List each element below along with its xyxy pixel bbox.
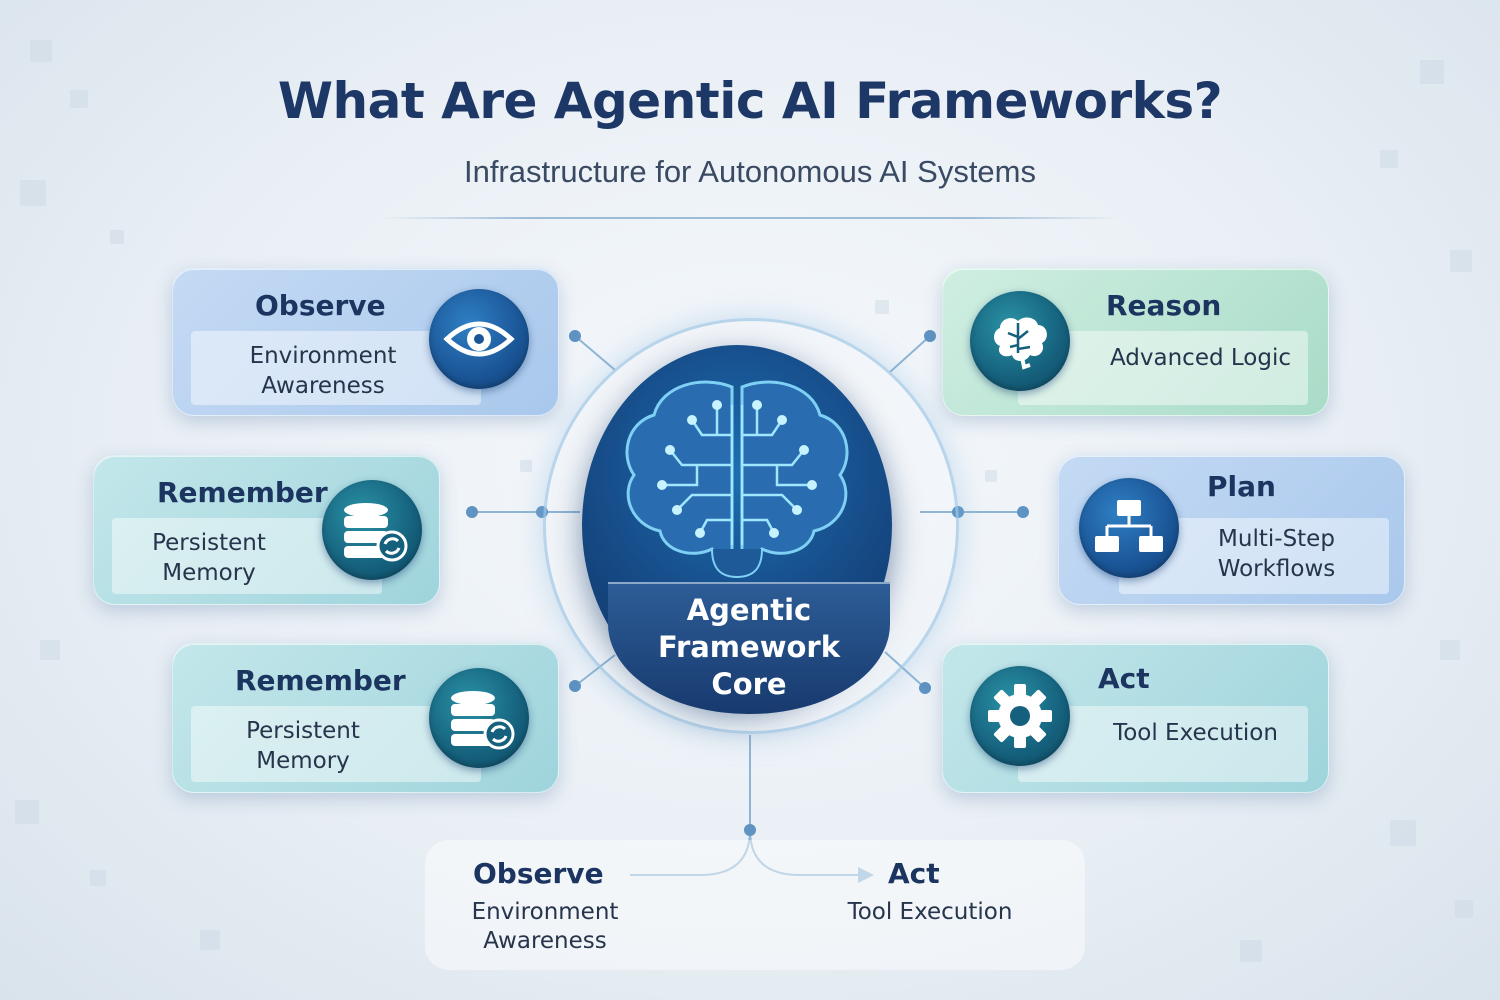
card-act-title: Act — [1098, 662, 1150, 695]
card-plan-desc: Multi-Step Workflows — [1217, 526, 1336, 582]
database-sync-icon — [429, 668, 529, 768]
bottom-act-title: Act — [888, 857, 940, 890]
card-remember-2: Remember Persistent Memory — [172, 643, 559, 793]
brain-icon — [970, 291, 1070, 391]
card-observe-desc: Environment Awareness — [249, 343, 397, 399]
card-reason-title: Reason — [1106, 289, 1222, 322]
bottom-observe-desc: Environment Awareness — [471, 899, 619, 954]
flowchart-icon — [1079, 478, 1179, 578]
bottom-act-desc: Tool Execution — [847, 899, 1013, 925]
card-observe-title: Observe — [255, 289, 386, 322]
card-plan: Plan Multi-Step Workflows — [1058, 455, 1405, 605]
card-remember-1: Remember Persistent Memory — [93, 455, 440, 605]
title-divider — [380, 217, 1120, 219]
eye-icon — [429, 289, 529, 389]
card-plan-title: Plan — [1207, 470, 1276, 503]
card-remember-1-title: Remember — [157, 476, 328, 509]
card-observe: Observe Environment Awareness — [172, 268, 559, 416]
page-subtitle: Infrastructure for Autonomous AI Systems — [463, 154, 1037, 189]
card-remember-2-title: Remember — [235, 664, 406, 697]
card-act: Act Tool Execution — [942, 643, 1329, 793]
gear-icon — [970, 666, 1070, 766]
database-sync-icon — [322, 480, 422, 580]
bottom-flow-panel — [425, 840, 1085, 970]
core-label: Agentic Framework Core — [657, 593, 840, 701]
bottom-observe-title: Observe — [473, 857, 604, 890]
circuit-brain-icon — [625, 380, 849, 579]
page-title: What Are Agentic AI Frameworks? — [277, 72, 1223, 130]
card-act-desc: Tool Execution — [1113, 720, 1278, 746]
card-reason-desc: Advanced Logic — [1109, 345, 1292, 371]
card-reason: Reason Advanced Logic — [942, 268, 1329, 416]
card-remember-1-desc: Persistent Memory — [152, 530, 266, 586]
core-ring — [543, 318, 959, 734]
card-remember-2-desc: Persistent Memory — [246, 718, 360, 774]
